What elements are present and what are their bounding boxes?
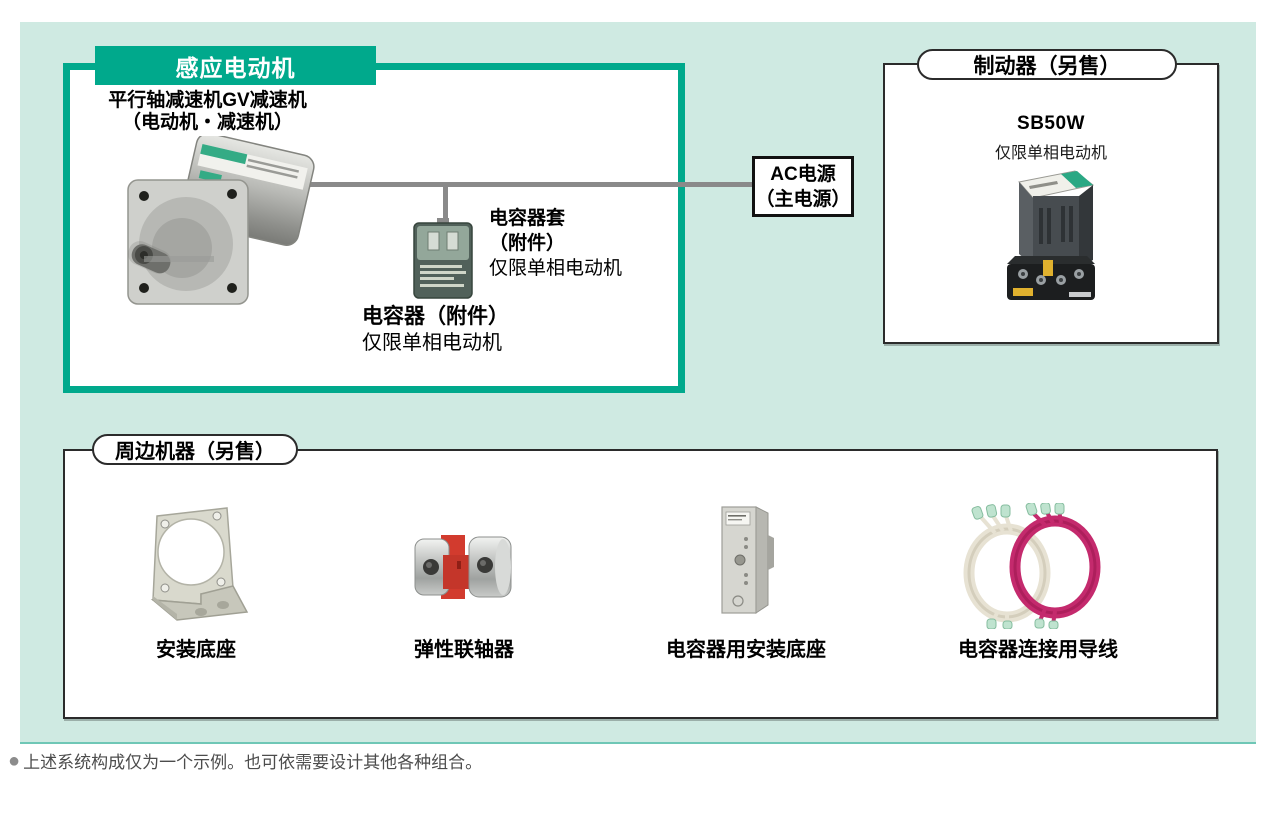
footnote-text: 上述系统构成仅为一个示例。也可依需要设计其他各种组合。 — [23, 753, 483, 772]
capacitor-mounting-bracket-image — [721, 506, 774, 614]
brake-unit-image — [1007, 170, 1095, 300]
item-label-flexible-coupling: 弹性联轴器 — [414, 639, 514, 661]
motor-caption: 平行轴减速机GV减速机 （电动机・减速机） — [100, 90, 315, 134]
capacitor-leads-image — [963, 503, 1101, 629]
item-label-capacitor-bracket: 电容器用安装底座 — [666, 639, 826, 661]
capacitor-cover-line1: 电容器套 — [489, 208, 566, 229]
brake-panel-title: 制动器（另售） — [917, 49, 1177, 80]
motor-caption-line2: （电动机・减速机） — [121, 112, 293, 133]
gear-motor-image — [127, 136, 315, 305]
motor-caption-line1: 平行轴减速机GV减速机 — [108, 90, 307, 111]
ac-power-line2: （主电源） — [755, 188, 851, 210]
capacitor-line2: 仅限单相电动机 — [362, 332, 502, 354]
capacitor-line1: 电容器（附件） — [362, 305, 509, 328]
power-line — [288, 182, 754, 187]
peripherals-panel — [63, 449, 1218, 719]
brake-model: SB50W — [1017, 113, 1085, 134]
ac-power-line1: AC电源 — [770, 163, 836, 185]
capacitor-caption: 电容器（附件） 仅限单相电动机 — [362, 303, 509, 357]
footnote: ● 上述系统构成仅为一个示例。也可依需要设计其他各种组合。 — [8, 748, 482, 773]
item-label-mounting-bracket: 安装底座 — [156, 639, 236, 661]
mounting-bracket-image — [150, 507, 249, 621]
capacitor-image — [413, 218, 473, 299]
induction-motor-header: 感应电动机 — [95, 46, 376, 85]
capacitor-drop-line — [443, 187, 448, 220]
flexible-coupling-image — [414, 535, 512, 599]
ac-power-box: AC电源 （主电源） — [752, 156, 854, 217]
capacitor-cover-caption: 电容器套 （附件） 仅限单相电动机 — [489, 206, 622, 281]
capacitor-cover-line2: （附件） — [489, 233, 566, 254]
footnote-bullet-icon: ● — [8, 749, 21, 772]
peripherals-panel-title: 周边机器（另售） — [92, 434, 298, 465]
brake-note: 仅限单相电动机 — [994, 145, 1107, 162]
capacitor-cover-line3: 仅限单相电动机 — [489, 258, 623, 279]
item-label-capacitor-leads: 电容器连接用导线 — [958, 639, 1118, 661]
